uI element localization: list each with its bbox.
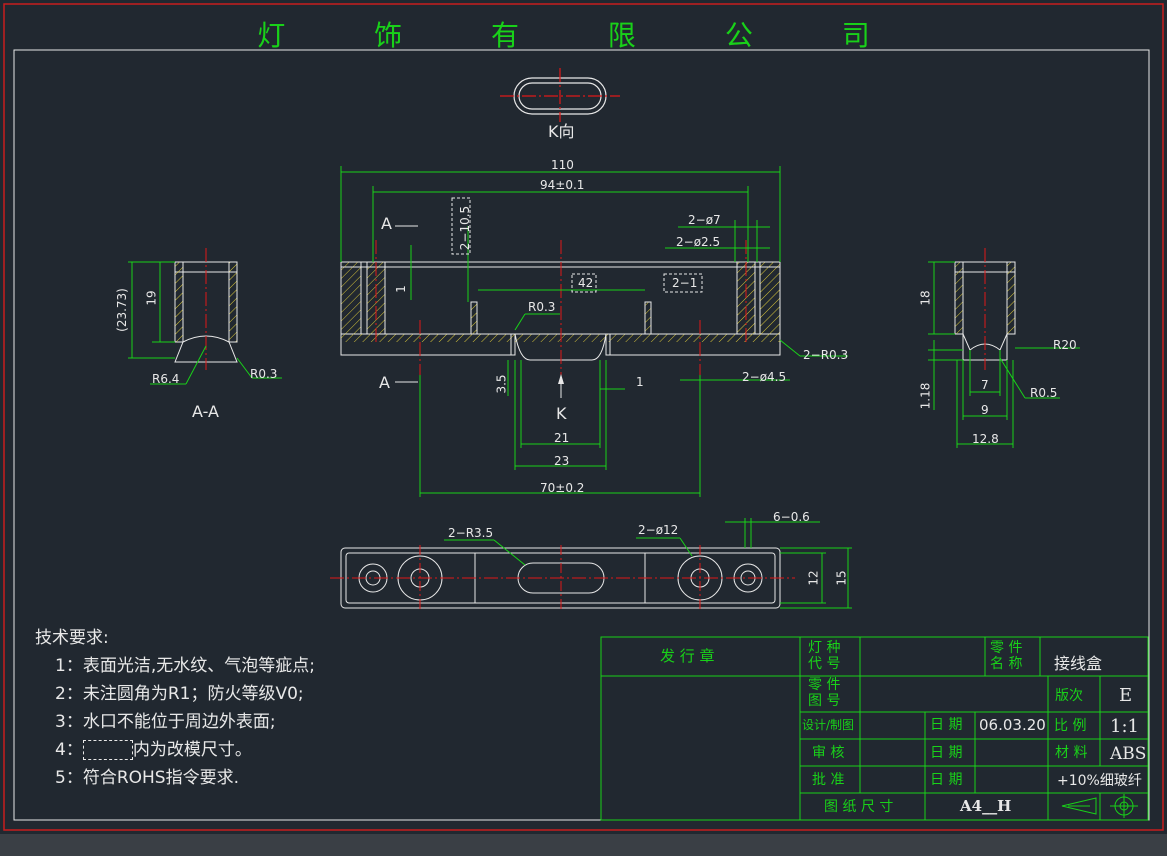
dim-r6-4: R6.4 xyxy=(152,372,180,386)
front-section-view xyxy=(340,166,848,497)
design-label: 设计/制图 xyxy=(802,718,855,732)
approve-label: 批 准 xyxy=(812,772,845,788)
sheet-size-label: 图 纸 尺 寸 xyxy=(824,799,894,815)
requirement-1: 1：表面光洁,无水纹、气泡等疵点; xyxy=(55,656,315,676)
date-value: 06.03.20 xyxy=(979,716,1046,734)
section-marker-bottom: A xyxy=(379,373,390,392)
date-label-2: 日 期 xyxy=(930,745,963,761)
material-label: 材 料 xyxy=(1055,745,1088,761)
dim-1-vertical: 1 xyxy=(393,285,408,293)
version-label: 版次 xyxy=(1055,688,1083,704)
dim-2-phi2-5: 2−ø2.5 xyxy=(676,235,721,249)
requirement-3: 3：水口不能位于周边外表面; xyxy=(55,712,276,732)
dim-2-phi7: 2−ø7 xyxy=(688,213,721,227)
k-view xyxy=(500,68,620,122)
dim-2-r0-3: 2−R0.3 xyxy=(803,348,849,362)
requirement-4-prefix: 4： xyxy=(55,740,83,760)
arrow-k-label: K xyxy=(556,404,567,423)
dim-18: 18 xyxy=(918,290,933,306)
status-strip xyxy=(0,834,1167,856)
requirement-4: 4： 内为改模尺寸。 xyxy=(35,736,315,764)
dim-19: 19 xyxy=(144,290,159,306)
part-name-value: 接线盒 xyxy=(1054,654,1103,673)
dim-2-10-5: 2−10.5 xyxy=(458,205,473,251)
scale-label: 比 例 xyxy=(1054,718,1087,734)
part-drawing-label: 零 件 图 号 xyxy=(808,677,841,710)
requirements-heading: 技术要求: xyxy=(35,628,109,648)
dim-15: 15 xyxy=(834,570,849,586)
dim-21: 21 xyxy=(554,431,570,445)
section-a-a-label: A-A xyxy=(192,402,219,421)
review-label: 审 核 xyxy=(812,745,845,761)
dashed-box-symbol xyxy=(82,740,133,760)
dim-r0-5: R0.5 xyxy=(1030,386,1058,400)
sheet-size-value: A4__H xyxy=(960,797,1012,815)
dim-2-1: 2−1 xyxy=(672,276,698,290)
date-label-1: 日 期 xyxy=(930,717,963,733)
side-view xyxy=(928,248,1080,448)
version-value: E xyxy=(1119,685,1133,706)
outer-frame xyxy=(3,3,1164,831)
technical-requirements: 技术要求: 1：表面光洁,无水纹、气泡等疵点; 2：未注圆角为R1；防火等级V0… xyxy=(35,624,315,792)
dim-1-horizontal: 1 xyxy=(636,375,644,389)
dim-110: 110 xyxy=(551,158,574,172)
section-a-a-view xyxy=(128,248,282,385)
dim-7: 7 xyxy=(981,378,989,392)
section-marker-top: A xyxy=(381,214,392,233)
issue-stamp-label: 发 行 章 xyxy=(660,647,715,665)
dim-6-0-6: 6−0.6 xyxy=(773,510,810,524)
company-title: 灯 饰 有 限 公 司 xyxy=(257,19,910,52)
requirement-4-text: 内为改模尺寸。 xyxy=(132,740,252,760)
dim-2-phi4-5: 2−ø4.5 xyxy=(742,370,787,384)
requirement-2: 2：未注圆角为R1；防火等级V0; xyxy=(55,684,304,704)
scale-value: 1:1 xyxy=(1110,716,1139,737)
dim-r20: R20 xyxy=(1053,338,1077,352)
dim-12-8: 12.8 xyxy=(972,432,999,446)
title-block-grid xyxy=(600,636,1149,821)
material-value: ABS xyxy=(1110,744,1147,764)
dim-23-73: (23.73) xyxy=(114,288,129,332)
dim-3-5: 3.5 xyxy=(494,374,509,394)
dim-2-r3-5: 2−R3.5 xyxy=(448,526,494,540)
dim-1-18: 1.18 xyxy=(918,382,933,410)
plan-view xyxy=(330,518,852,612)
dim-70: 70±0.2 xyxy=(540,481,585,495)
dim-12: 12 xyxy=(806,570,821,586)
dim-23: 23 xyxy=(554,454,570,468)
dim-9: 9 xyxy=(981,403,989,417)
requirement-5: 5：符合ROHS指令要求. xyxy=(55,768,239,788)
dim-r0-3: R0.3 xyxy=(528,300,556,314)
inner-frame xyxy=(13,49,1150,821)
part-name-label: 零 件 名 称 xyxy=(990,640,1023,673)
k-view-label: K向 xyxy=(548,122,575,141)
dim-42: 42 xyxy=(578,276,594,290)
lamp-code-label: 灯 种 代 号 xyxy=(808,640,841,673)
dim-r0-3-a: R0.3 xyxy=(250,367,278,381)
material-note: +10%细玻纤 xyxy=(1057,773,1142,789)
dim-2-phi12: 2−ø12 xyxy=(638,523,679,537)
dim-94: 94±0.1 xyxy=(540,178,585,192)
date-label-3: 日 期 xyxy=(930,772,963,788)
